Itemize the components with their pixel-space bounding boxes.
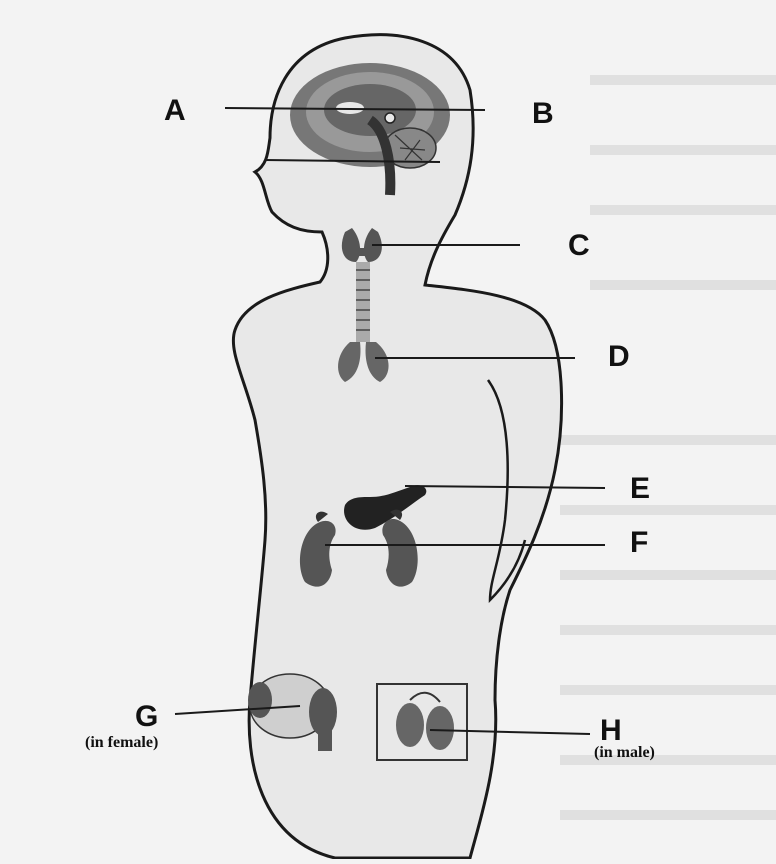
label-c: C: [568, 231, 590, 261]
label-e: E: [630, 474, 650, 504]
background-texture: [560, 80, 776, 815]
label-b: B: [532, 99, 554, 129]
label-a: A: [164, 96, 186, 126]
label-h-note: (in male): [594, 745, 655, 761]
trachea: [356, 262, 370, 342]
label-g-note: (in female): [85, 735, 158, 751]
label-g: G: [135, 702, 158, 732]
label-d: D: [608, 342, 630, 372]
label-h: H: [600, 716, 622, 746]
label-f: F: [630, 528, 648, 558]
